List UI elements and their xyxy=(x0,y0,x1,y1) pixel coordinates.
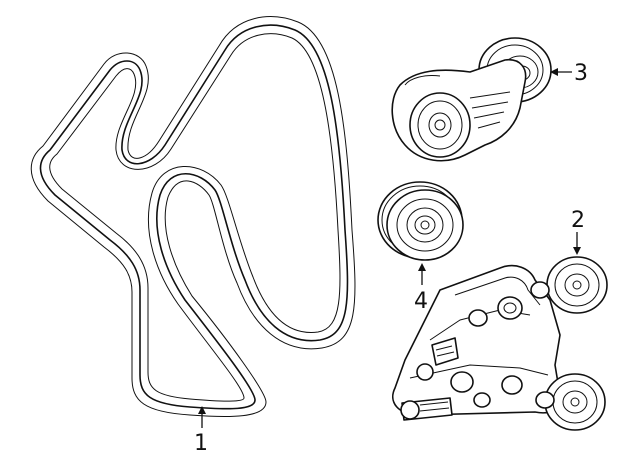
mounting-bracket-assembly xyxy=(392,256,608,431)
leader-arrow-2 xyxy=(573,247,581,255)
serpentine-belt xyxy=(30,16,356,418)
callout-3: 3 xyxy=(574,61,588,86)
leader-arrow-3 xyxy=(550,68,558,76)
leader-arrow-1 xyxy=(198,406,206,414)
idler-pulley xyxy=(377,181,464,261)
tensioner-assembly xyxy=(391,37,552,162)
callout-1: 1 xyxy=(194,431,208,456)
leader-arrow-4 xyxy=(418,263,426,271)
callout-4: 4 xyxy=(414,289,428,314)
callout-2: 2 xyxy=(571,208,585,233)
